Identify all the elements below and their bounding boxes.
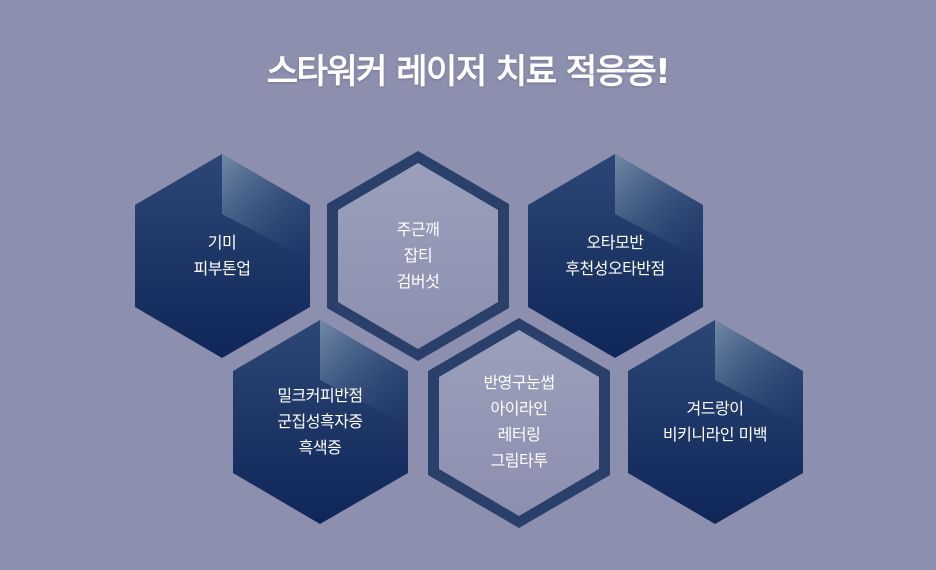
hex-label-line: 아이라인 bbox=[490, 399, 548, 418]
hex-label-line: 흑색증 bbox=[298, 438, 342, 457]
hex-label-line: 후천성오타반점 bbox=[565, 259, 665, 278]
hexagon-freckles-label: 주근깨 잡티 검버섯 bbox=[328, 217, 508, 295]
hex-label-line: 오타모반 bbox=[586, 233, 644, 252]
hexagon-freckles bbox=[327, 151, 509, 361]
hexagon-melasma bbox=[135, 154, 310, 358]
hexagon-nevus-of-ota bbox=[528, 154, 703, 358]
hexagon-underarm-label: 겨드랑이 비키니라인 미백 bbox=[625, 396, 805, 448]
hex-label-line: 비키니라인 미백 bbox=[662, 425, 768, 444]
hex-label-line: 주근깨 bbox=[396, 220, 440, 239]
hex-label-line: 검버섯 bbox=[396, 272, 440, 291]
hexagon-underarm bbox=[628, 320, 803, 524]
hexagon-cafe-au-lait-label: 밀크커피반점 군집성흑자증 흑색증 bbox=[230, 383, 410, 461]
hex-label-line: 군집성흑자증 bbox=[277, 412, 363, 431]
page-title: 스타워커 레이저 치료 적응증! bbox=[266, 52, 671, 92]
hex-label-line: 그림타투 bbox=[490, 451, 548, 470]
hex-label-line: 겨드랑이 bbox=[686, 399, 744, 418]
hex-label-line: 피부톤업 bbox=[193, 259, 251, 278]
hex-label-line: 레터링 bbox=[497, 425, 541, 444]
hexagon-melasma-label: 기미 피부톤업 bbox=[132, 230, 312, 282]
hex-label-line: 기미 bbox=[207, 233, 237, 252]
hexagon-tattoo-label: 반영구눈썹 아이라인 레터링 그림타투 bbox=[429, 370, 609, 474]
hex-label-line: 밀크커피반점 bbox=[277, 386, 363, 405]
hexagon-cafe-au-lait bbox=[233, 320, 408, 524]
hex-label-line: 반영구눈썹 bbox=[483, 373, 555, 392]
hexagon-tattoo bbox=[428, 318, 610, 528]
hexagon-nevus-of-ota-label: 오타모반 후천성오타반점 bbox=[525, 230, 705, 282]
hex-label-line: 잡티 bbox=[403, 246, 433, 265]
